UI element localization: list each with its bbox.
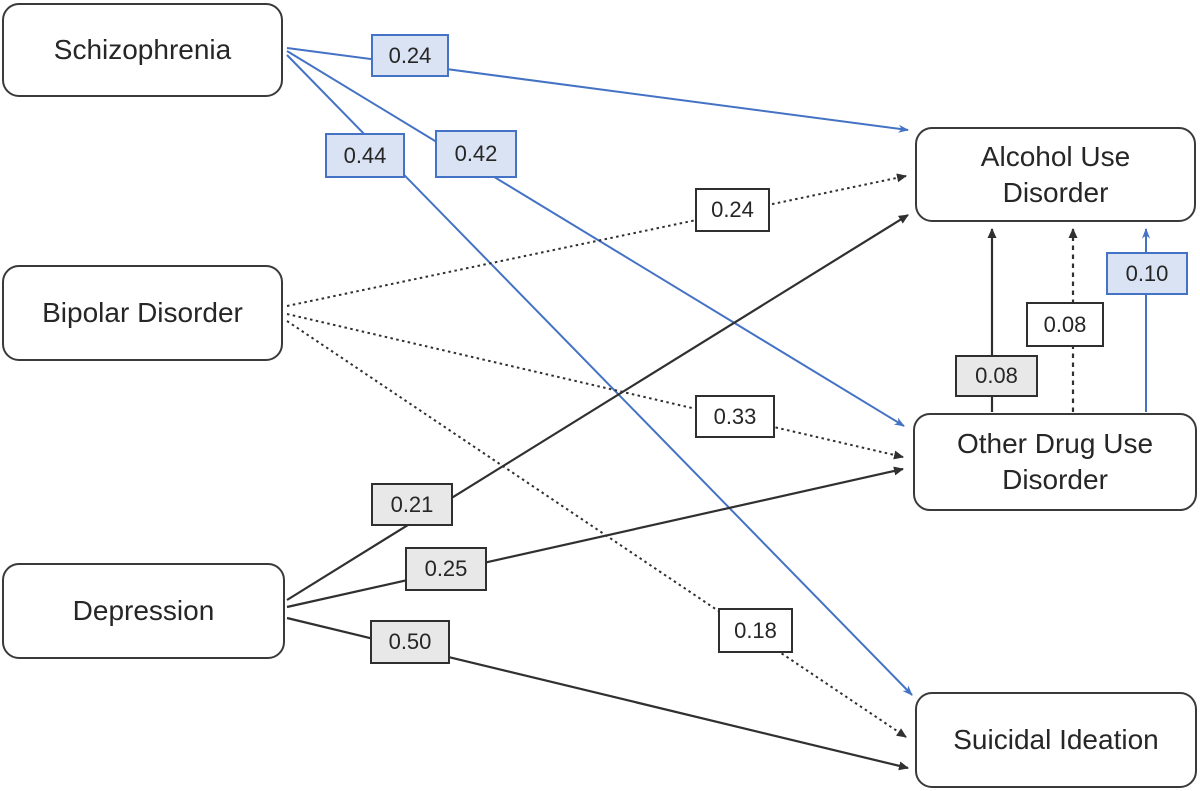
coef-schizophrenia-drug: 0.42 [435,130,517,178]
coef-schizophrenia-alcohol: 0.24 [371,34,449,77]
coef-drug-alcohol-solid: 0.08 [955,355,1038,397]
node-bipolar-disorder: Bipolar Disorder [2,265,283,361]
edge-depression-drug [286,466,904,609]
node-alcohol-use-disorder: Alcohol Use Disorder [915,127,1196,222]
edge-bipolar-suicidal [286,320,907,738]
coef-depression-drug: 0.25 [405,547,487,591]
coef-bipolar-drug: 0.33 [695,395,775,438]
coef-schizophrenia-suicidal: 0.44 [325,133,405,178]
coef-depression-alcohol: 0.21 [371,483,453,526]
coef-depression-suicidal: 0.50 [370,620,450,664]
node-suicidal-ideation: Suicidal Ideation [915,692,1197,788]
coef-bipolar-suicidal: 0.18 [718,608,793,653]
node-depression: Depression [2,563,285,659]
node-schizophrenia: Schizophrenia [2,3,283,97]
coef-drug-alcohol-blue: 0.10 [1106,252,1188,295]
edge-schizophrenia-drug [286,50,905,427]
edge-bipolar-alcohol [286,173,907,307]
node-other-drug-use-disorder: Other Drug Use Disorder [913,413,1197,511]
coef-drug-alcohol-dashed: 0.08 [1026,302,1104,347]
coef-bipolar-alcohol: 0.24 [695,188,770,232]
edge-bipolar-drug [286,313,904,460]
edge-depression-alcohol [286,214,909,601]
